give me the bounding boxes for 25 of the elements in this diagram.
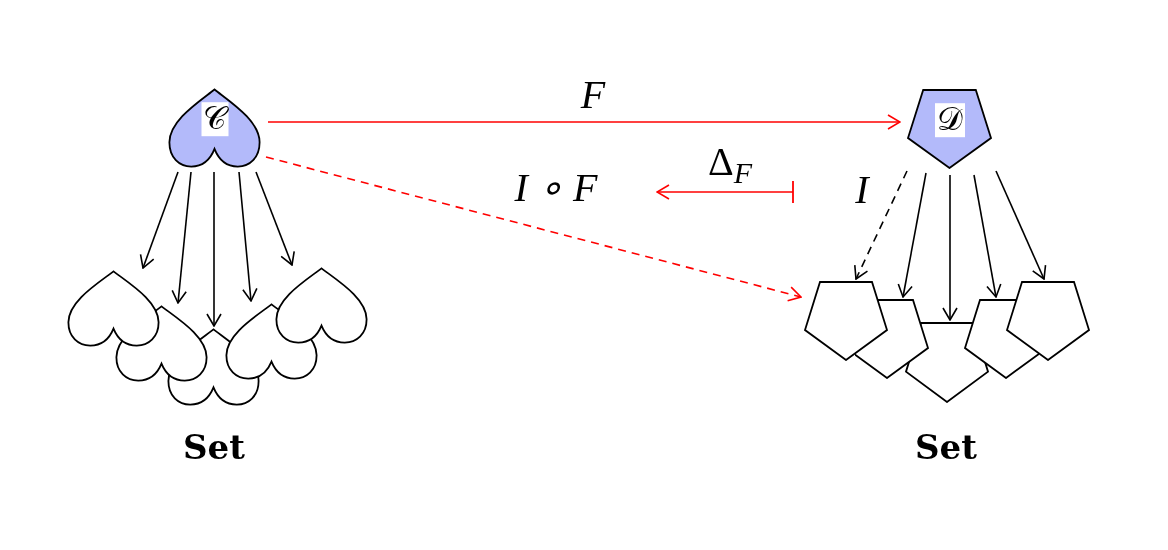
pentagon-shape <box>804 281 888 361</box>
arrow <box>897 172 927 298</box>
category-label: Set <box>915 430 977 464</box>
category-symbol: 𝒟 <box>934 103 965 137</box>
arrow <box>267 114 901 130</box>
arrow <box>942 174 958 321</box>
arrow <box>139 171 179 269</box>
arrow <box>238 171 258 302</box>
heart-shape <box>115 305 208 382</box>
heart-shape <box>275 267 368 344</box>
arrow <box>973 174 1002 298</box>
heart-shape <box>67 270 160 347</box>
arrow <box>854 170 908 280</box>
arrow <box>255 171 295 266</box>
arrow <box>206 171 222 327</box>
arrow <box>265 156 802 302</box>
edge-label: I ∘ F <box>514 168 598 208</box>
arrow <box>171 171 192 304</box>
pentagon-shape <box>1006 281 1090 361</box>
category-symbol: 𝒞 <box>201 102 228 136</box>
edge-label: F <box>580 75 606 115</box>
arrow <box>995 170 1047 280</box>
category-label: Set <box>183 430 245 464</box>
edge-label: I <box>855 170 869 210</box>
functor-label: Δ$_{F}$ <box>707 142 753 182</box>
